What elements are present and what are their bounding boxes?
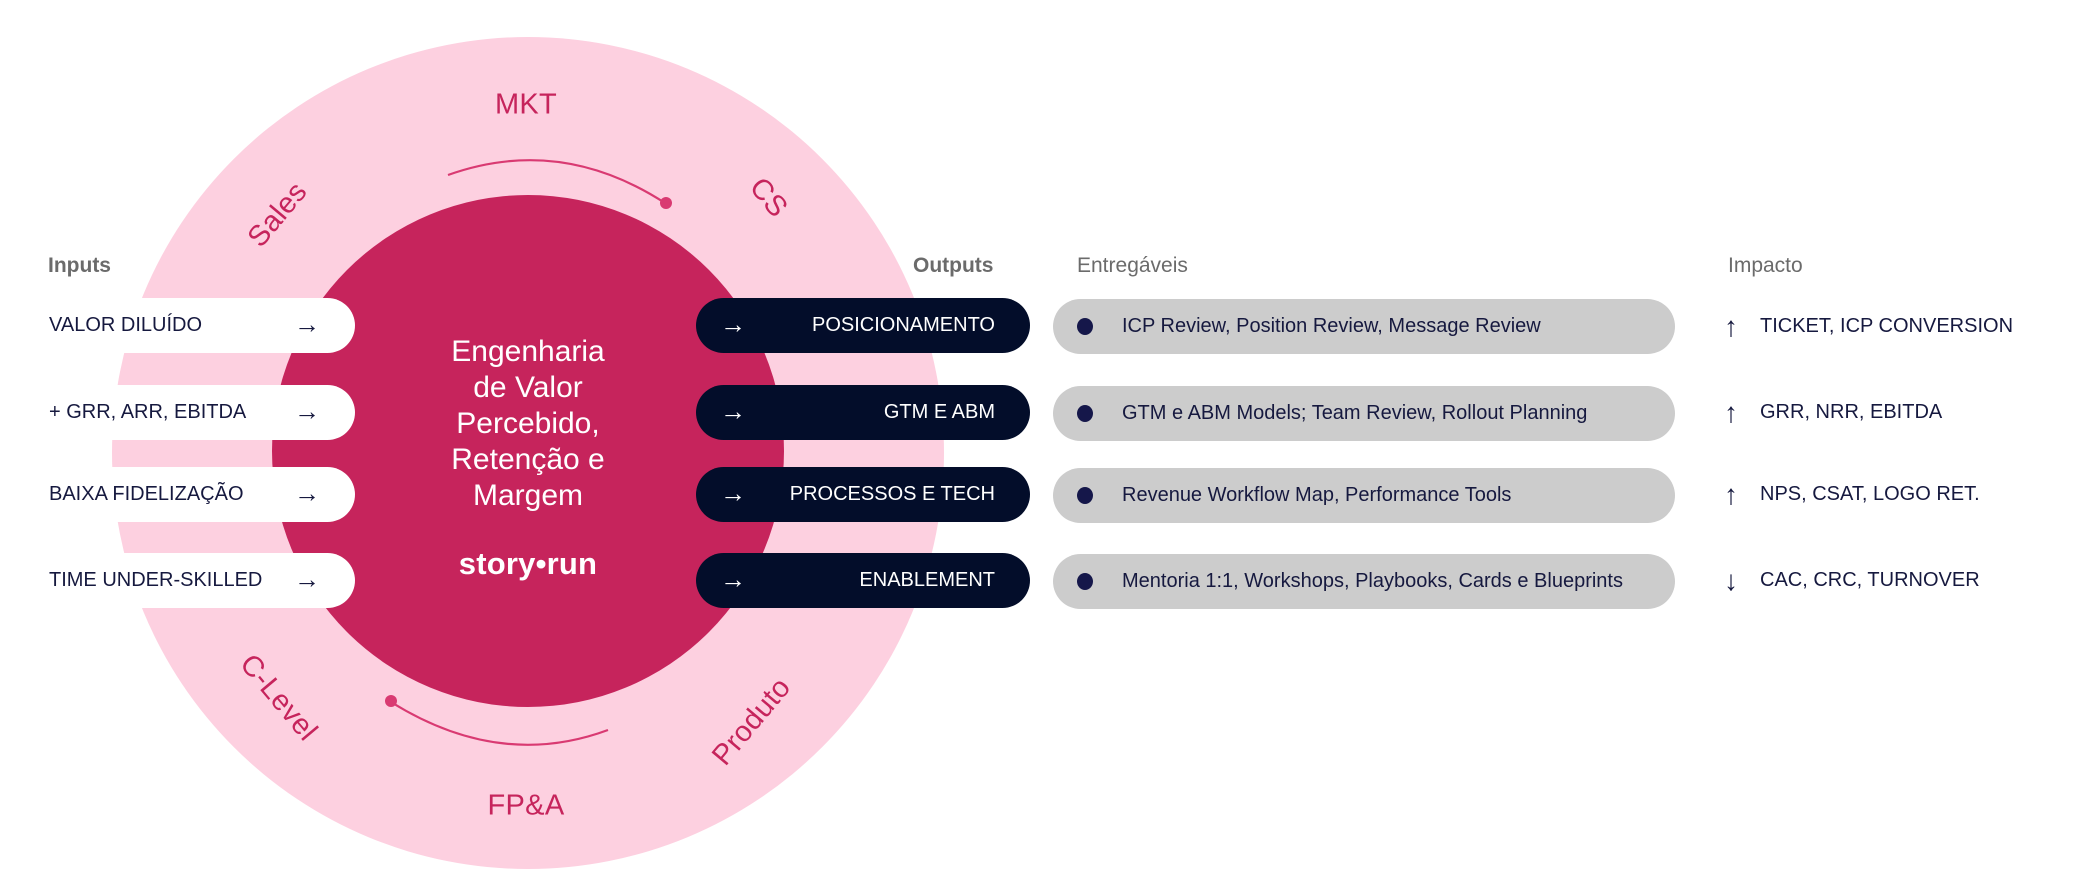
impact-label: CAC, CRC, TURNOVER bbox=[1760, 569, 1980, 591]
deliverable-label: Revenue Workflow Map, Performance Tools bbox=[1122, 484, 1512, 506]
arrow-up-icon: ↑ bbox=[1724, 311, 1738, 342]
arrow-right-icon: → bbox=[720, 564, 746, 594]
core-title-line: de Valor bbox=[473, 371, 583, 404]
bullet-dot-icon bbox=[1077, 318, 1093, 335]
input-label: BAIXA FIDELIZAÇÃO bbox=[49, 483, 244, 505]
input-label: VALOR DILUÍDO bbox=[49, 314, 202, 336]
impact-header: Impacto bbox=[1728, 254, 1803, 277]
input-item: VALOR DILUÍDO → bbox=[0, 298, 355, 353]
core-title-line: Percebido, bbox=[456, 407, 600, 440]
input-label: TIME UNDER-SKILLED bbox=[49, 569, 263, 591]
bullet-dot-icon bbox=[1077, 573, 1093, 590]
output-item: → POSICIONAMENTO bbox=[696, 298, 1030, 353]
arrow-right-icon: → bbox=[294, 564, 320, 594]
core-title-line: Engenharia bbox=[451, 335, 605, 368]
ring-label-mkt: MKT bbox=[494, 88, 558, 121]
inner-core-circle bbox=[272, 195, 784, 707]
outputs-header: Outputs bbox=[913, 254, 994, 277]
arrow-down-icon: ↓ bbox=[1724, 565, 1738, 596]
output-label: GTM E ABM bbox=[883, 401, 995, 423]
bullet-dot-icon bbox=[1077, 487, 1093, 504]
bullet-dot-icon bbox=[1077, 405, 1093, 422]
deliverable-label: ICP Review, Position Review, Message Rev… bbox=[1122, 315, 1541, 337]
deliverable-item: Revenue Workflow Map, Performance Tools bbox=[1053, 468, 1675, 523]
impact-label: NPS, CSAT, LOGO RET. bbox=[1760, 483, 1980, 505]
arrow-up-icon: ↑ bbox=[1724, 397, 1738, 428]
input-item: + GRR, ARR, EBITDA → bbox=[0, 385, 355, 440]
output-label: POSICIONAMENTO bbox=[812, 314, 995, 336]
input-label: + GRR, ARR, EBITDA bbox=[49, 401, 247, 423]
output-item: → PROCESSOS E TECH bbox=[696, 467, 1030, 522]
arrow-right-icon: → bbox=[720, 478, 746, 508]
deliverable-item: GTM e ABM Models; Team Review, Rollout P… bbox=[1053, 386, 1675, 441]
arrow-right-icon: → bbox=[294, 478, 320, 508]
input-item: BAIXA FIDELIZAÇÃO → bbox=[0, 467, 355, 522]
deliverable-label: GTM e ABM Models; Team Review, Rollout P… bbox=[1122, 402, 1588, 424]
deliverable-item: ICP Review, Position Review, Message Rev… bbox=[1053, 299, 1675, 354]
input-item: TIME UNDER-SKILLED → bbox=[0, 553, 355, 608]
output-label: ENABLEMENT bbox=[859, 569, 995, 591]
output-label: PROCESSOS E TECH bbox=[789, 483, 995, 505]
ring-label-fpa: FP&A bbox=[487, 789, 565, 822]
arrow-up-icon: ↑ bbox=[1724, 479, 1738, 510]
core-title-line: Retenção e bbox=[451, 443, 605, 476]
arrow-right-icon: → bbox=[294, 309, 320, 339]
impact-label: TICKET, ICP CONVERSION bbox=[1760, 315, 2014, 337]
arrow-right-icon: → bbox=[720, 309, 746, 339]
deliverable-item: Mentoria 1:1, Workshops, Playbooks, Card… bbox=[1053, 554, 1675, 609]
arrow-right-icon: → bbox=[720, 396, 746, 426]
arrow-right-icon: → bbox=[294, 396, 320, 426]
deliverables-header: Entregáveis bbox=[1077, 254, 1188, 277]
core-title: Engenharia de Valor Percebido, Retenção … bbox=[400, 334, 656, 514]
inputs-header: Inputs bbox=[48, 254, 111, 277]
output-item: → ENABLEMENT bbox=[696, 553, 1030, 608]
impact-label: GRR, NRR, EBITDA bbox=[1760, 401, 1943, 423]
deliverable-label: Mentoria 1:1, Workshops, Playbooks, Card… bbox=[1122, 570, 1623, 592]
output-item: → GTM E ABM bbox=[696, 385, 1030, 440]
core-title-line: Margem bbox=[472, 479, 584, 512]
story-run-logo: story•run bbox=[458, 546, 598, 581]
